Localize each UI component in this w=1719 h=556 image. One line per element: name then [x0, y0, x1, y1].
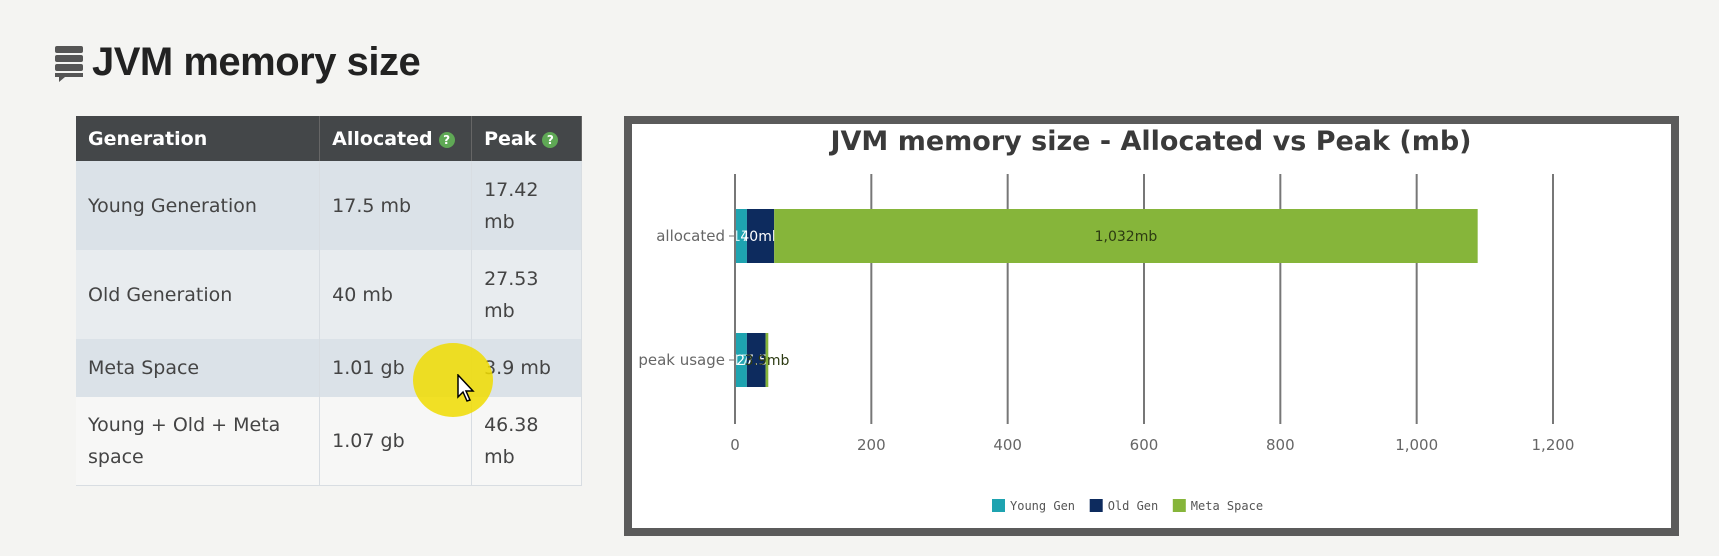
column-header-allocated: Allocated?	[319, 116, 473, 161]
help-icon[interactable]: ?	[438, 131, 455, 148]
legend-swatch	[1089, 499, 1103, 512]
chart-title: JVM memory size - Allocated vs Peak (mb)	[828, 126, 1471, 157]
column-header-generation: Generation	[76, 116, 321, 161]
data-label: 40mb	[740, 229, 780, 245]
x-tick-label: 1,200	[1532, 436, 1575, 454]
generation-cell: Meta Space	[76, 339, 321, 397]
mouse-cursor-icon	[457, 374, 475, 402]
bar-meta-space	[774, 209, 1478, 263]
generation-cell: Young Generation	[76, 161, 321, 250]
cursor-highlight	[413, 343, 493, 417]
allocated-cell: 17.5 mb	[319, 161, 473, 250]
bar-young-gen	[735, 333, 747, 387]
generation-cell: Old Generation	[76, 250, 321, 339]
data-label: 17	[732, 353, 750, 369]
x-tick-label: 0	[730, 436, 740, 454]
bar-old-gen	[746, 333, 766, 387]
y-category-label: peak usage	[638, 351, 725, 369]
memory-table: Generation Allocated? Peak? Young Genera…	[76, 116, 582, 486]
memory-bar-chart: JVM memory size - Allocated vs Peak (mb)…	[638, 126, 1575, 513]
y-category-label: allocated	[656, 227, 725, 245]
legend-label: Old Gen	[1108, 499, 1159, 513]
bar-young-gen	[735, 209, 747, 263]
section-heading: JVM memory size	[54, 40, 421, 85]
bar-old-gen	[746, 209, 775, 263]
column-header-peak: Peak?	[471, 116, 582, 161]
x-tick-label: 1,000	[1395, 436, 1438, 454]
table-row: Meta Space 1.01 gb 3.9 mb	[76, 339, 582, 397]
bar-meta-space	[765, 333, 769, 387]
help-icon[interactable]: ?	[542, 131, 559, 148]
x-tick-label: 800	[1266, 436, 1295, 454]
legend-swatch	[1172, 499, 1186, 512]
chart-panel: JVM memory size - Allocated vs Peak (mb)…	[624, 116, 1679, 536]
x-tick-label: 200	[857, 436, 886, 454]
legend-label: Meta Space	[1191, 499, 1263, 513]
allocated-cell: 40 mb	[319, 250, 473, 339]
data-label: 17	[732, 229, 750, 245]
legend-swatch	[992, 499, 1005, 512]
data-label: 3.9mb	[745, 353, 790, 369]
x-tick-label: 400	[993, 436, 1022, 454]
legend-label: Young Gen	[1010, 499, 1075, 513]
x-tick-label: 600	[1130, 436, 1159, 454]
data-label: 1,032mb	[1095, 229, 1158, 245]
database-icon	[55, 45, 83, 82]
page-title: JVM memory size	[92, 40, 421, 84]
